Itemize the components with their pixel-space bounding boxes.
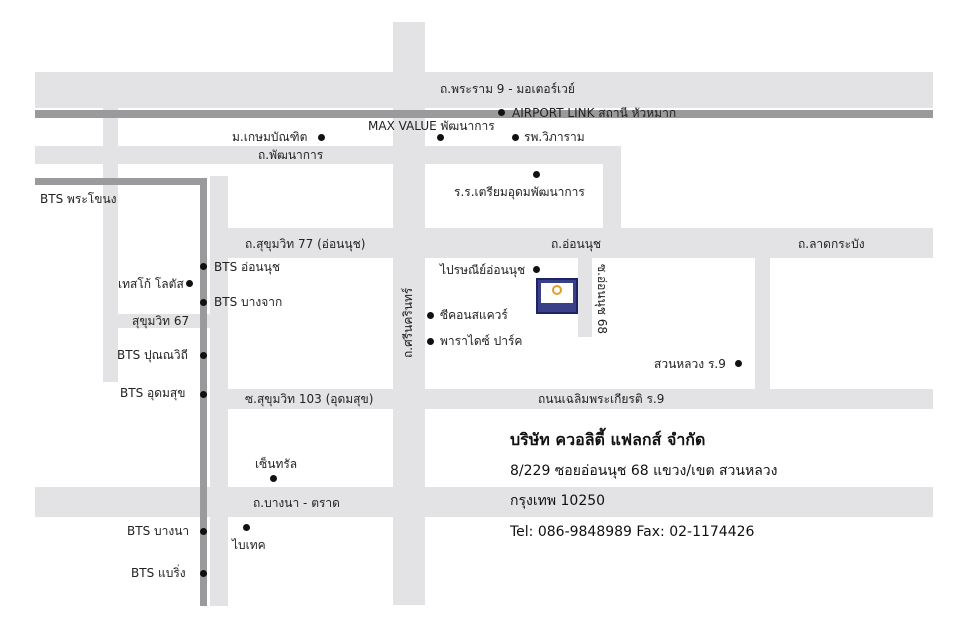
place-central: เซ็นทรัล [255, 457, 298, 471]
company-address: 8/229 ซอยอ่อนนุช 68 แขวง/เขต สวนหลวง [510, 463, 778, 479]
marker-logo-panel [541, 283, 573, 303]
bts-punnawithi-dot [200, 352, 207, 359]
place-bts-punnawithi: BTS ปุณณวิถี [117, 348, 188, 362]
company-contact: Tel: 086-9848989 Fax: 02-1174426 [510, 524, 755, 540]
place-suanluang: สวนหลวง ร.9 [654, 357, 726, 371]
airport-link-dot [498, 109, 505, 116]
place-bts-bangna: BTS บางนา [127, 524, 190, 538]
road-label-sukhumvit103: ซ.สุขุมวิท 103 (อุดมสุข) [245, 392, 374, 406]
road-onnut-soi-link [603, 146, 621, 236]
bts-udomsuk-dot [200, 391, 207, 398]
road-sukhumvit-vertical [210, 176, 228, 606]
road-onnut68 [578, 255, 592, 337]
place-wiparam: รพ.วิภาราม [524, 130, 585, 144]
road-label-sukhumvit77: ถ.สุขุมวิท 77 (อ่อนนุช) [245, 237, 366, 251]
place-post-office: ไปรษณีย์อ่อนนุช [440, 263, 526, 277]
road-label-phatthanakan: ถ.พัฒนาการ [258, 148, 324, 162]
road-rama9 [35, 72, 933, 108]
place-seacon: ซีคอนสแควร์ [440, 308, 508, 322]
bts-bangna-dot [200, 528, 207, 535]
place-bts-bangchak: BTS บางจาก [214, 295, 283, 309]
company-name: บริษัท ควอลิตี้ แฟลกส์ จำกัด [510, 430, 706, 449]
company-city: กรุงเทพ 10250 [510, 493, 606, 509]
place-bitec: ไบเทค [232, 538, 266, 552]
bts-bearing-dot [200, 570, 207, 577]
bitec-dot [243, 524, 250, 531]
suanluang-dot [735, 360, 742, 367]
central-dot [270, 475, 277, 482]
road-phatthanakan [35, 146, 621, 164]
road-label-bangna-trat: ถ.บางนา - ตราด [253, 496, 340, 510]
post-office-dot [533, 266, 540, 273]
road-label-srinakarin: ถ.ศรีนครินทร์ [401, 287, 415, 358]
road-label-sukhumvit67: สุขุมวิท 67 [132, 314, 190, 328]
road-west-vertical [103, 100, 118, 382]
bts-bangchak-dot [200, 299, 207, 306]
place-bts-phra-khanong: BTS พระโขนง [40, 192, 117, 206]
place-tesco: เทสโก้ โลตัส [118, 277, 184, 291]
road-label-rama9: ถ.พระราม 9 - มอเตอร์เวย์ [440, 82, 575, 96]
road-label-onnut: ถ.อ่อนนุช [551, 237, 602, 251]
place-bts-udomsuk: BTS อุดมสุข [120, 386, 186, 400]
place-bts-onnut: BTS อ่อนนุช [214, 260, 280, 274]
road-sukhumvit77 [210, 228, 933, 258]
max-value-dot [437, 134, 444, 141]
company-logo-icon [552, 285, 562, 295]
road-latkrabang-branch [755, 255, 770, 407]
place-bts-bearing: BTS แบริ่ง [131, 566, 186, 580]
triam-udom-dot [533, 171, 540, 178]
road-label-latkrabang: ถ.ลาดกระบัง [798, 237, 865, 251]
company-location-marker [536, 278, 578, 314]
seacon-dot [427, 312, 434, 319]
place-triam-udom: ร.ร.เตรียมอุดมพัฒนาการ [454, 185, 585, 199]
road-label-chaloem-rama9: ถนนเฉลิมพระเกียรติ ร.9 [538, 392, 665, 406]
place-paradise: พาราไดซ์ ปาร์ค [440, 334, 523, 348]
place-max-value: MAX VALUE พัฒนาการ [368, 119, 495, 133]
rail-bts-horizontal [35, 178, 207, 185]
place-kasem-bundit: ม.เกษมบัณฑิต [232, 130, 308, 144]
place-airport-link: AIRPORT LINK สถานี หัวหมาก [512, 106, 677, 120]
tesco-dot [186, 280, 193, 287]
road-label-onnut68: ซ.อ่อนนุช 68 [595, 264, 609, 335]
kasem-bundit-dot [318, 134, 325, 141]
paradise-dot [427, 338, 434, 345]
road-bangna-trat [35, 487, 933, 517]
rail-airport-link [35, 110, 933, 118]
wiparam-dot [512, 134, 519, 141]
road-sukhumvit67 [110, 314, 210, 328]
bts-onnut-dot [200, 263, 207, 270]
